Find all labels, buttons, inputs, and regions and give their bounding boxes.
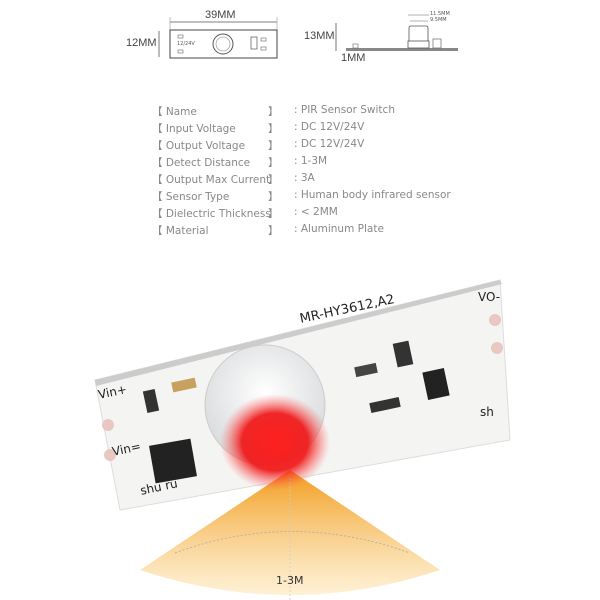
spec-label: 【 Output Voltage — [152, 140, 246, 152]
side-view-diagram: 13MM 1MM 11.5MM 9.5MM — [300, 0, 470, 70]
range-label: 1-3M — [276, 574, 304, 587]
spec-label: 【 Sensor Type — [152, 191, 230, 203]
spec-value: : Aluminum Plate — [294, 223, 384, 235]
front-view-diagram: 39MM 12MM 12/24V — [0, 0, 300, 70]
voltage-marking: 12/24V — [177, 41, 195, 47]
spec-value: : 1-3M — [294, 155, 328, 167]
spec-value: : DC 12V/24V — [294, 138, 365, 150]
spec-row: 【 Sensor Type 】 : Human body infrared sens… — [152, 189, 472, 206]
spec-value: : DC 12V/24V — [294, 121, 365, 133]
spec-table: 【 Name 】 : PIR Sensor Switch 【 Input Voltag… — [152, 104, 472, 240]
spec-row: 【 Input Voltage 】 : DC 12V/24V — [152, 121, 472, 138]
spec-value: : 3A — [294, 172, 315, 184]
spec-row: 【 Dielectric Thickness】 : < 2MM — [152, 206, 472, 223]
spec-value: : PIR Sensor Switch — [294, 104, 395, 116]
red-glow — [220, 394, 330, 490]
width-label: 39MM — [205, 9, 236, 21]
product-photo: MR-HY3612,A2 VO- Vin+ Vin= shu ru sh 1-3… — [0, 270, 600, 600]
spec-label: 【 Name — [152, 106, 197, 118]
close-bracket: 】 — [268, 174, 279, 186]
spec-label: 【 Dielectric Thickness — [152, 208, 271, 220]
spec-label: 【 Output Max Current — [152, 174, 271, 186]
spec-row: 【 Name 】 : PIR Sensor Switch — [152, 104, 472, 121]
spec-label: 【 Detect Distance — [152, 157, 251, 169]
lens-outer-label: 11.5MM — [430, 11, 450, 17]
output-label: sh — [480, 405, 494, 419]
spec-row: 【 Detect Distance 】 : 1-3M — [152, 155, 472, 172]
close-bracket: 】 — [268, 123, 279, 135]
detection-beam — [140, 470, 440, 595]
close-bracket: 】 — [268, 208, 279, 220]
spec-value: : < 2MM — [294, 206, 338, 218]
spec-row: 【 Output Voltage 】 : DC 12V/24V — [152, 138, 472, 155]
thickness-label: 1MM — [341, 52, 366, 64]
close-bracket: 】 — [268, 157, 279, 169]
spec-row: 【 Output Max Current】 : 3A — [152, 172, 472, 189]
close-bracket: 】 — [268, 106, 279, 118]
close-bracket: 】 — [268, 191, 279, 203]
height-label: 12MM — [126, 37, 157, 49]
spec-label: 【 Material — [152, 225, 209, 237]
side-height-label: 13MM — [304, 30, 335, 42]
spec-row: 【 Material 】 : Aluminum Plate — [152, 223, 472, 240]
vo-label: VO- — [478, 290, 501, 304]
lens-inner-label: 9.5MM — [430, 17, 447, 23]
close-bracket: 】 — [268, 225, 279, 237]
close-bracket: 】 — [268, 140, 279, 152]
spec-value: : Human body infrared sensor — [294, 189, 451, 201]
spec-label: 【 Input Voltage — [152, 123, 236, 135]
